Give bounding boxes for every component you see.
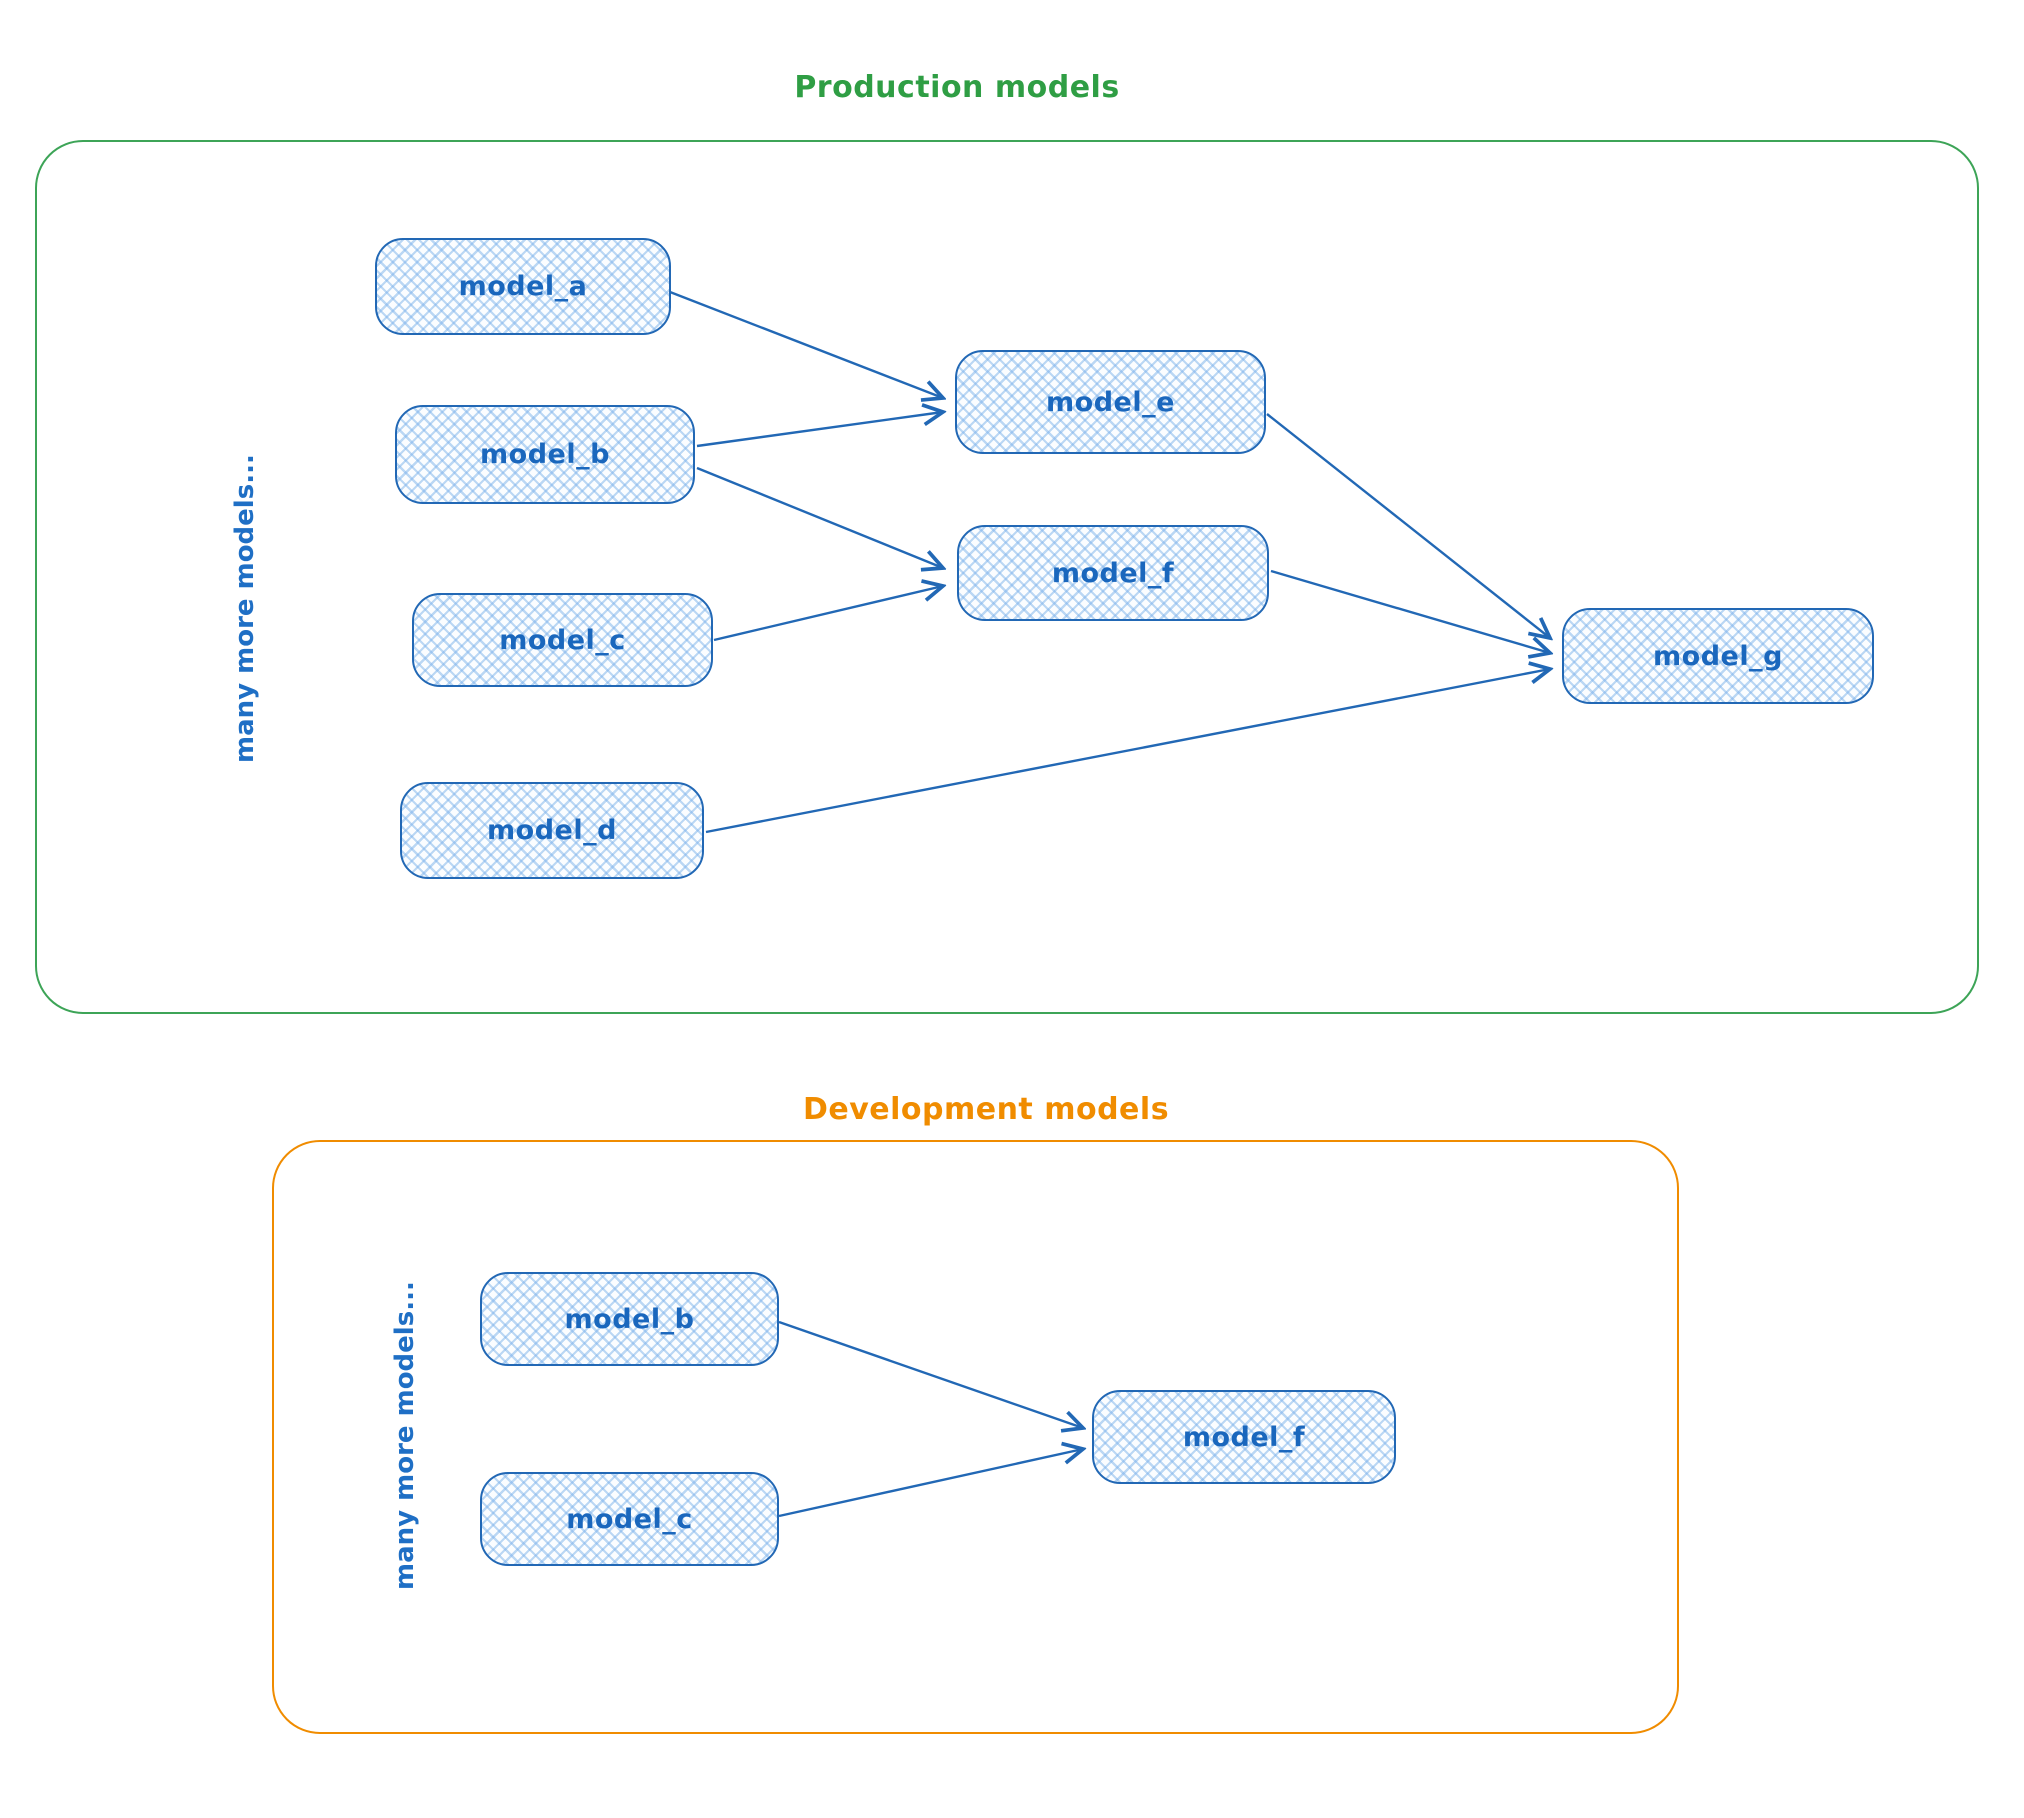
node-label: model_b (480, 439, 610, 470)
node-label: model_g (1653, 640, 1783, 672)
production-container (35, 140, 1979, 1014)
node-production-model-a: model_a (375, 238, 671, 335)
node-label: model_a (458, 271, 588, 302)
node-production-model-c: model_c (412, 593, 713, 687)
node-label: model_c (499, 624, 626, 656)
node-production-model-d: model_d (400, 782, 704, 879)
development-section-title: Development models (802, 1092, 1170, 1127)
node-label: model_f (1051, 557, 1175, 589)
node-development-model-f: model_f (1092, 1390, 1396, 1484)
node-label: model_c (566, 1503, 693, 1535)
node-development-model-c: model_c (480, 1472, 779, 1566)
node-development-model-b: model_b (480, 1272, 779, 1366)
node-label: model_e (1046, 386, 1175, 418)
node-production-model-g: model_g (1562, 608, 1874, 704)
node-label: model_d (487, 815, 617, 846)
development-container (272, 1140, 1679, 1734)
node-production-model-b: model_b (395, 405, 695, 504)
development-side-label: many more models... (390, 1281, 420, 1590)
node-label: model_f (1182, 1421, 1306, 1453)
production-section-title: Production models (794, 70, 1120, 105)
production-side-label: many more models... (230, 454, 260, 763)
node-production-model-e: model_e (955, 350, 1266, 454)
node-production-model-f: model_f (957, 525, 1269, 621)
node-label: model_b (564, 1303, 695, 1335)
